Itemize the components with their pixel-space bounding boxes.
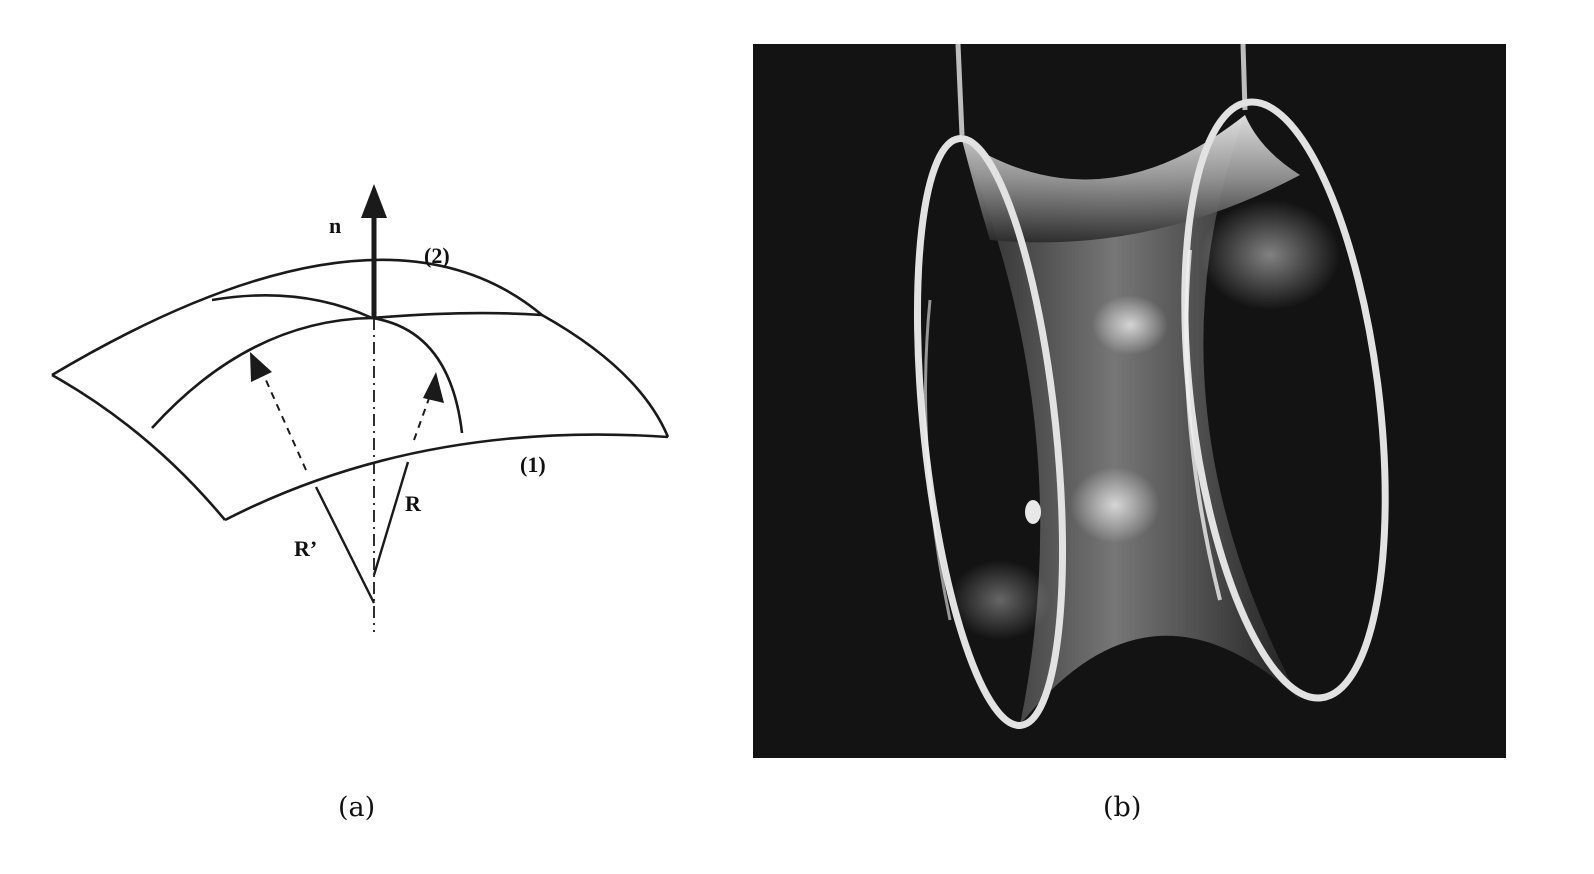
radius-r-line xyxy=(372,461,410,576)
label-surface-1: (1) xyxy=(520,452,546,477)
label-normal: n xyxy=(329,213,341,238)
surface-left-edge xyxy=(51,373,226,521)
surface-bottom-edge xyxy=(224,433,669,522)
label-surface-2: (2) xyxy=(424,243,450,268)
normal-vector xyxy=(361,184,387,318)
dashed-arrowhead-left xyxy=(250,352,272,382)
surface-top-edge xyxy=(51,258,670,438)
dashed-arrowhead-right xyxy=(423,372,444,403)
right-ring xyxy=(1181,98,1389,702)
caption-panel-a: (a) xyxy=(338,792,376,823)
dashed-radius-arrow-left xyxy=(256,359,307,471)
radius-r-prime-line xyxy=(314,486,376,604)
panel-a-diagram xyxy=(51,258,670,522)
film-top-band xyxy=(962,115,1300,243)
caption-panel-b: (b) xyxy=(1103,792,1142,823)
left-ring xyxy=(913,135,1067,729)
inner-patch-curve xyxy=(151,316,464,434)
label-radius-r: R xyxy=(405,491,422,516)
panel-b-photo xyxy=(753,43,1506,758)
inner-patch-top xyxy=(211,294,543,320)
label-radius-r-prime: R’ xyxy=(294,536,317,561)
